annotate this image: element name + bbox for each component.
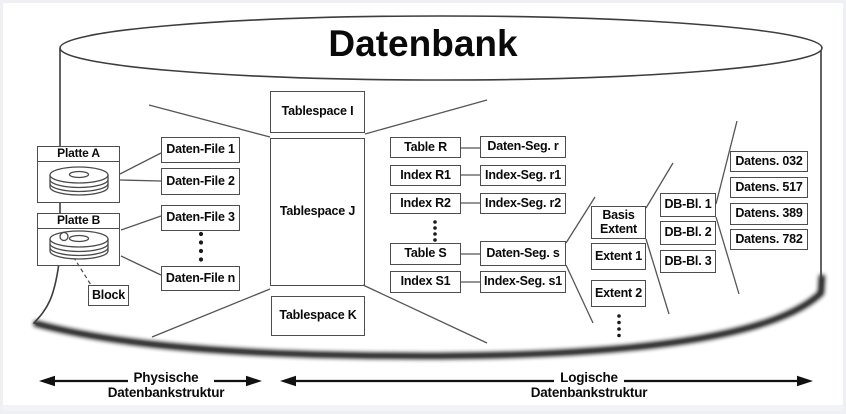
- record-032-box: Datens. 032: [730, 151, 808, 172]
- daten-seg-r-box: Daten-Seg. r: [480, 136, 566, 158]
- block-box: Block: [88, 285, 129, 306]
- db-block-2-box: DB-Bl. 2: [660, 221, 716, 245]
- daten-seg-s-box: Daten-Seg. s: [480, 241, 566, 266]
- basis-extent-box: Basis Extent: [591, 206, 646, 239]
- tablespace-k-box: Tablespace K: [271, 296, 365, 336]
- legend-physical-line2: Datenbankstruktur: [107, 384, 225, 400]
- disk-a-label: Platte A: [38, 147, 119, 162]
- legend-physical-line1: Physische: [133, 370, 199, 385]
- index-r1-box: Index R1: [390, 165, 461, 186]
- daten-file-1-box: Daten-File 1: [161, 137, 240, 163]
- diagram-title: Datenbank: [328, 23, 518, 64]
- disk-b-label: Platte B: [38, 214, 119, 229]
- record-517-box: Datens. 517: [730, 177, 808, 198]
- legend-logical: Logische Datenbankstruktur: [527, 370, 651, 400]
- page-edge-strip: [3, 405, 843, 411]
- cylinder-outline: [32, 48, 822, 357]
- db-block-3-box: DB-Bl. 3: [660, 250, 716, 273]
- tablespace-j-box: Tablespace J: [270, 138, 365, 286]
- daten-file-2-box: Daten-File 2: [161, 168, 240, 195]
- db-block-1-box: DB-Bl. 1: [660, 193, 716, 217]
- daten-file-n-box: Daten-File n: [161, 266, 240, 291]
- legend-logical-line1: Logische: [560, 370, 618, 385]
- record-389-box: Datens. 389: [730, 203, 808, 225]
- disk-a-box: Platte A: [37, 146, 120, 203]
- legend-logical-line2: Datenbankstruktur: [530, 384, 648, 400]
- index-s1-box: Index S1: [390, 271, 461, 293]
- extent-1-box: Extent 1: [591, 243, 646, 270]
- disk-b-box: Platte B: [37, 213, 120, 266]
- disk-b-icon-area: [38, 229, 119, 265]
- extent-2-box: Extent 2: [591, 280, 646, 307]
- index-r2-box: Index R2: [390, 193, 461, 214]
- table-s-box: Table S: [390, 243, 461, 265]
- cylinder-top-ellipse: [59, 15, 823, 81]
- index-seg-r1-box: Index-Seg. r1: [480, 165, 566, 186]
- legend-physical: Physische Datenbankstruktur: [104, 370, 228, 400]
- tablespace-i-box: Tablespace I: [270, 91, 365, 133]
- index-seg-s1-box: Index-Seg. s1: [480, 271, 566, 293]
- record-782-box: Datens. 782: [730, 229, 808, 250]
- index-seg-r2-box: Index-Seg. r2: [480, 193, 566, 214]
- disk-a-icon-area: [38, 162, 119, 202]
- table-r-box: Table R: [390, 137, 461, 158]
- daten-file-3-box: Daten-File 3: [161, 205, 240, 231]
